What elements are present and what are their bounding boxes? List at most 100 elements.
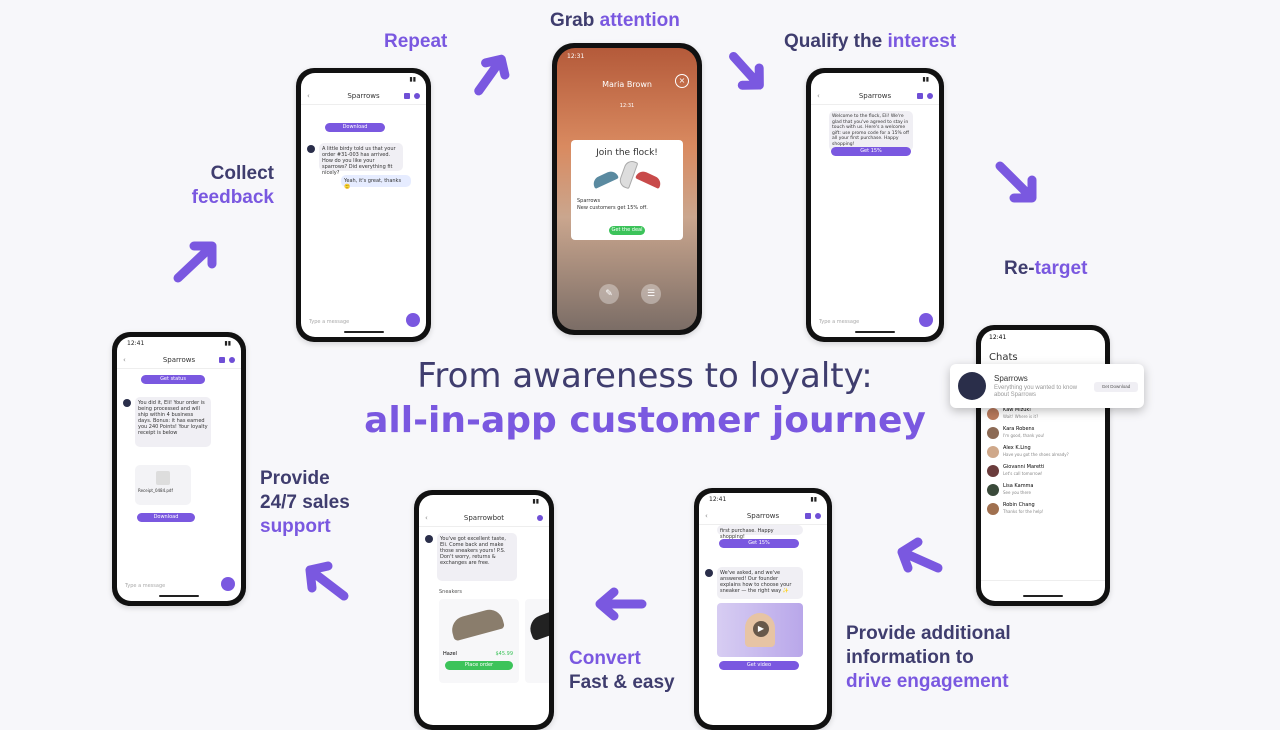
send-button[interactable] [406, 313, 420, 327]
arrow-icon [474, 54, 510, 96]
label-retarget-a: Re- [1004, 258, 1035, 279]
message-input[interactable]: Type a message [125, 583, 166, 589]
message-bubble: Welcome to the flock, Eli! We're glad th… [829, 111, 913, 151]
label-qualify-b: interest [887, 31, 957, 52]
play-icon[interactable]: ▶ [753, 621, 769, 637]
send-button[interactable] [919, 313, 933, 327]
tab-bar [981, 580, 1105, 593]
avatar-icon [307, 145, 315, 153]
label-convert-b: Fast & easy [569, 672, 675, 693]
get-video-button[interactable]: Get video [719, 661, 799, 670]
message-bubble: You've got excellent taste, Eli. Come ba… [437, 533, 517, 581]
promo-offer: New customers get 15% off. [577, 205, 648, 211]
status-time: 12:31 [567, 53, 585, 60]
avatar-icon [987, 427, 999, 439]
get-status-button[interactable]: Get status [141, 375, 205, 384]
message-bubble: You did it, Eli! Your order is being pro… [135, 397, 211, 447]
receipt-file: Receipt_0484.pdf [135, 465, 191, 505]
get-discount-button[interactable]: Get 15% [831, 147, 911, 156]
reply-bubble: Yeah, it's great, thanks 🙂 [341, 175, 411, 190]
promo-title: Join the flock! [596, 148, 658, 158]
label-drive-a: Provide additional [846, 623, 1011, 644]
phone-drive: 12:41▮▮ ‹Sparrows first purchase. Happy … [694, 488, 832, 730]
arrow-icon [897, 537, 943, 573]
notification-button[interactable]: Get Download [1094, 382, 1138, 392]
message-bubble: A little birdy told us that your order #… [319, 143, 403, 176]
avatar-icon [987, 446, 999, 458]
arrow-icon [729, 52, 764, 90]
label-qualify-a: Qualify the [784, 31, 883, 52]
avatar-icon [425, 535, 433, 543]
chats-title: Chats [989, 352, 1018, 363]
caller-name: Maria Brown [602, 80, 652, 89]
chat-header: ‹Sparrowbot [419, 510, 549, 527]
send-button[interactable] [221, 577, 235, 591]
label-collect-a: Collect [210, 163, 274, 184]
get-discount-button[interactable]: Get 15% [719, 539, 799, 548]
product-card-next[interactable] [525, 599, 549, 683]
notification-text: Everything you wanted to know about Spar… [994, 385, 1078, 398]
label-support-a: Provide [260, 468, 330, 489]
phone-convert: ▮▮ ‹Sparrowbot You've got excellent tast… [414, 490, 554, 730]
product-price: $45.99 [495, 651, 514, 657]
chat-name: Lisa Kamma [1003, 483, 1034, 489]
chat-title: Sparrows [347, 92, 380, 100]
label-convert: Convert Fast & easy [569, 647, 675, 695]
list-icon[interactable]: ☰ [641, 284, 661, 304]
avatar-icon [123, 399, 131, 407]
download-button[interactable]: Download [325, 123, 385, 132]
chat-name: Kara Robens [1003, 426, 1035, 432]
notification-banner[interactable]: Sparrows Everything you wanted to know a… [950, 364, 1144, 408]
label-collect-b: feedback [191, 187, 274, 208]
label-support-c: support [260, 516, 331, 537]
arrow-icon [595, 587, 647, 621]
close-icon[interactable]: × [675, 74, 689, 88]
chat-name: Robin Chang [1003, 502, 1035, 508]
message-bubble: We've asked, and we've answered! Our fou… [717, 567, 803, 599]
get-deal-button[interactable]: Get the deal [609, 226, 645, 235]
chat-header: ‹Sparrows [301, 88, 426, 105]
place-order-button[interactable]: Place order [445, 661, 513, 670]
chat-title: Sparrows [162, 356, 196, 364]
arrow-icon [305, 561, 349, 601]
file-icon [156, 471, 170, 485]
chat-preview: Let's call tomorrow! [1003, 471, 1043, 476]
avatar-icon [987, 484, 999, 496]
chat-title: Sparrows [858, 92, 892, 100]
product-card[interactable]: Hazel $45.99 Place order [439, 599, 519, 683]
chat-name: Giovanni Maretti [1003, 464, 1045, 470]
chat-icon[interactable]: ✎ [599, 284, 619, 304]
home-indicator [343, 331, 384, 333]
promo-card: Join the flock! Sparrows New customers g… [571, 140, 683, 240]
section-label: Sneakers [439, 589, 462, 595]
headline-line1: From awareness to loyalty: [417, 356, 873, 396]
sneakers-image [591, 158, 663, 192]
video-thumbnail[interactable]: ▶ [717, 603, 803, 657]
message-input[interactable]: Type a message [309, 319, 350, 325]
headline-line2: all-in-app customer journey [364, 400, 926, 441]
label-retarget-b: target [1034, 258, 1088, 279]
phone-repeat: ▮▮ ‹Sparrows Download A little birdy tol… [296, 68, 431, 342]
status-bar: ▮▮ [532, 498, 539, 505]
label-collect-feedback: Collect feedback [180, 162, 274, 210]
chat-preview: Thanks for the help! [1003, 509, 1044, 514]
chat-header: ‹Sparrows [117, 352, 241, 369]
download-button[interactable]: Download [137, 513, 195, 522]
label-drive-c: drive engagement [846, 671, 1009, 692]
label-repeat: Repeat [384, 31, 448, 52]
phone-support: 12:41▮▮ ‹Sparrows Get status You did it,… [112, 332, 246, 606]
chat-preview: I'm good, thank you! [1003, 433, 1045, 438]
home-indicator [1023, 595, 1063, 597]
message-input[interactable]: Type a message [819, 319, 860, 325]
chat-name: Alex K.Ling [1003, 445, 1031, 451]
status-bar: 12:41▮▮ [127, 340, 231, 347]
label-grab-a: Grab [550, 10, 595, 31]
status-bar: ▮▮ [922, 76, 929, 83]
chat-preview: Have you got the shoes already? [1003, 452, 1069, 457]
